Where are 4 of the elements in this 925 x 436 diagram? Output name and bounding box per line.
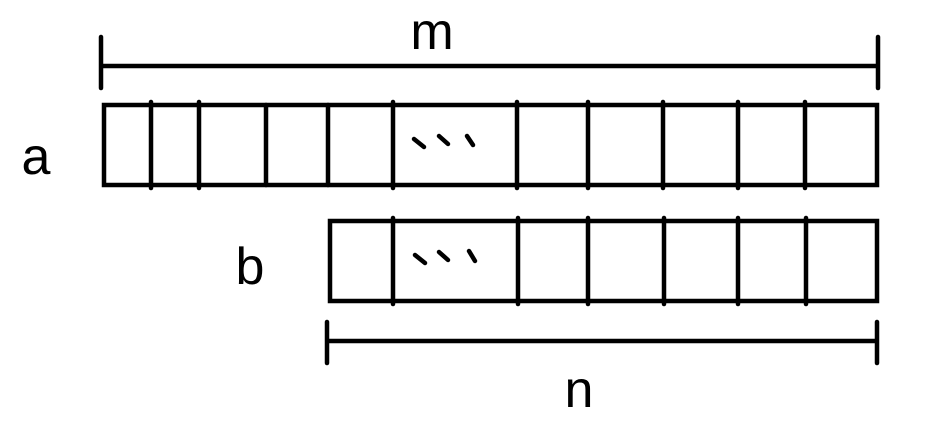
dimension-label: m	[410, 6, 454, 58]
dimension-label: n	[564, 364, 594, 416]
array-label: b	[236, 241, 264, 293]
array-label: a	[22, 131, 50, 183]
